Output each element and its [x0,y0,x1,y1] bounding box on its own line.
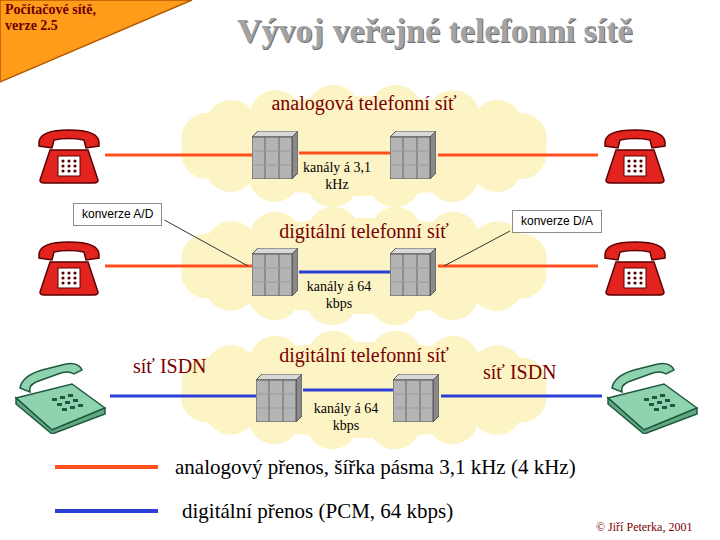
network-cloud: digitální telefonní síť kanály á 64 kbps [178,206,550,326]
legend-text: analogový přenos, šířka pásma 3,1 kHz (4… [175,454,576,480]
course-label: Počítačové sítě, verze 2.5 [0,0,123,34]
callout-box: konverze D/A [512,210,602,233]
corner-tab: Počítačové sítě, verze 2.5 [0,0,192,82]
callout-text: konverze A/D [82,207,153,222]
legend-samples [55,467,158,511]
network-name: digitální telefonní síť [178,219,550,243]
copyright-note: © Jiří Peterka, 2001 [596,519,692,535]
network-cloud: digitální telefonní síťkanály á 64 kbps [178,330,550,450]
network-cloud: analogová telefonní síť kanály á 3,1 kHz [178,84,550,208]
callout-text: konverze D/A [521,214,593,229]
slide-title: Vývoj veřejné telefonní sítě [237,12,633,50]
channel-label: kanály á 64 kbps [300,278,378,312]
legend-text: digitální přenos (PCM, 64 kbps) [182,498,453,524]
channel-label: kanály á 64 kbps [307,400,385,434]
network-name: analogová telefonní síť [178,91,550,115]
callout-box: konverze A/D [73,203,162,226]
network-tag: síť ISDN [483,360,557,384]
network-tag: síť ISDN [133,354,207,378]
channel-label: kanály á 3,1 kHz [298,159,376,193]
